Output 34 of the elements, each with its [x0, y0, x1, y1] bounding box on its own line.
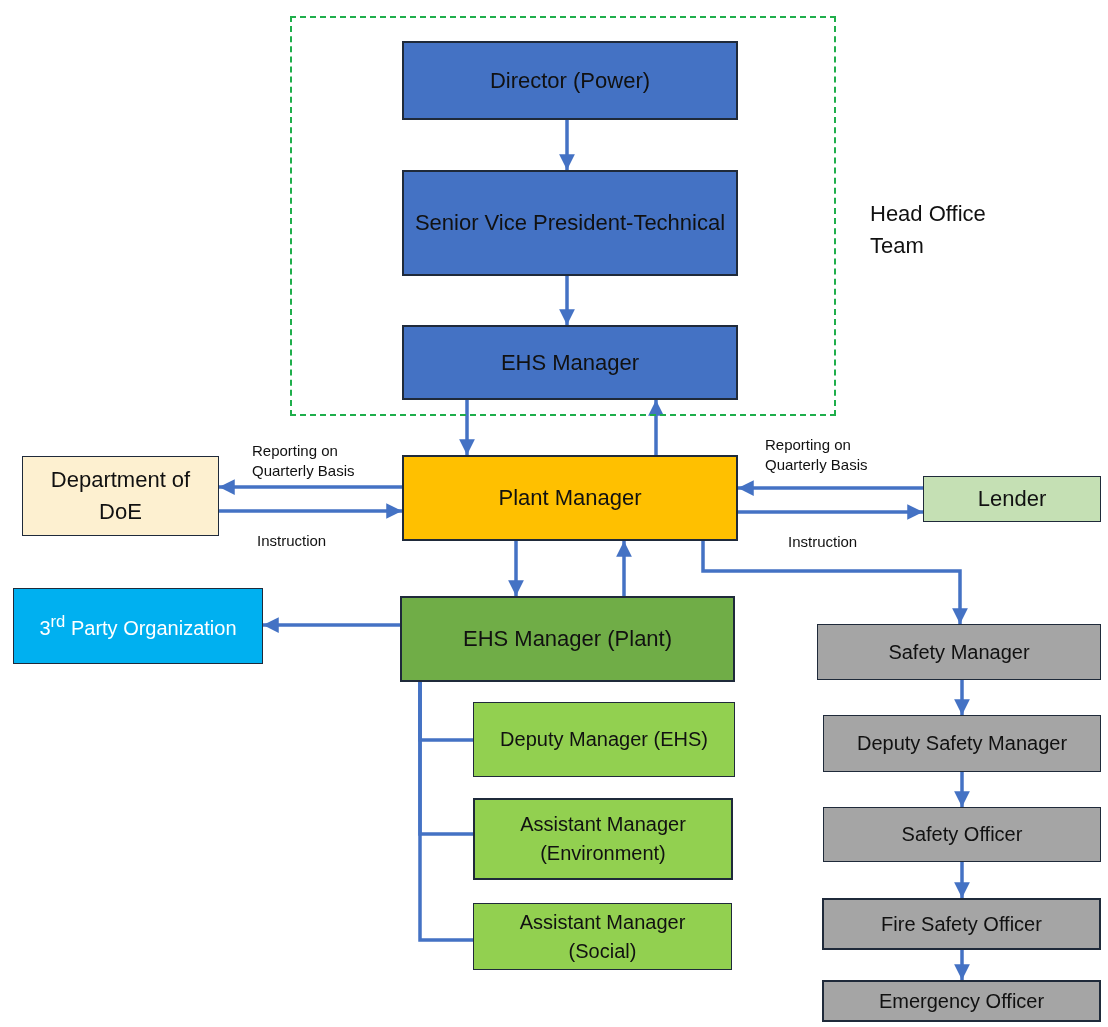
arrow	[954, 772, 970, 807]
lender-box: Lender	[923, 476, 1101, 522]
arrow	[738, 480, 923, 496]
role-box: Director (Power)	[402, 41, 738, 120]
arrow	[508, 541, 524, 596]
arrow	[954, 680, 970, 715]
role-box: EHS Manager	[402, 325, 738, 400]
role-box: Deputy Safety Manager	[823, 715, 1101, 772]
role-box: Emergency Officer	[822, 980, 1101, 1022]
role-box: Assistant Manager (Social)	[473, 903, 732, 970]
arrow	[738, 504, 923, 520]
arrow	[616, 541, 632, 596]
role-box: Senior Vice President-Technical	[402, 170, 738, 276]
role-box: Safety Officer	[823, 807, 1101, 862]
role-box: Safety Manager	[817, 624, 1101, 680]
arrow	[263, 617, 400, 633]
organization-box: 3$^{rd}$ Party Organization	[13, 588, 263, 664]
group-heading: Head Office Team	[870, 200, 987, 260]
connector-line	[418, 682, 473, 942]
arrow	[219, 479, 402, 495]
arrow	[701, 541, 968, 624]
arrow	[459, 400, 475, 455]
role-box: Fire Safety Officer	[822, 898, 1101, 950]
authority-box: Department of DoE	[22, 456, 219, 536]
arrow	[648, 400, 664, 455]
role-box: Assistant Manager (Environment)	[473, 798, 733, 880]
arrow	[219, 503, 402, 519]
arrow	[954, 862, 970, 898]
arrow	[559, 120, 575, 170]
role-box: EHS Manager (Plant)	[400, 596, 735, 682]
role-box: Deputy Manager (EHS)	[473, 702, 735, 777]
arrow	[954, 950, 970, 980]
role-box: Plant Manager	[402, 455, 738, 541]
arrow	[559, 276, 575, 325]
